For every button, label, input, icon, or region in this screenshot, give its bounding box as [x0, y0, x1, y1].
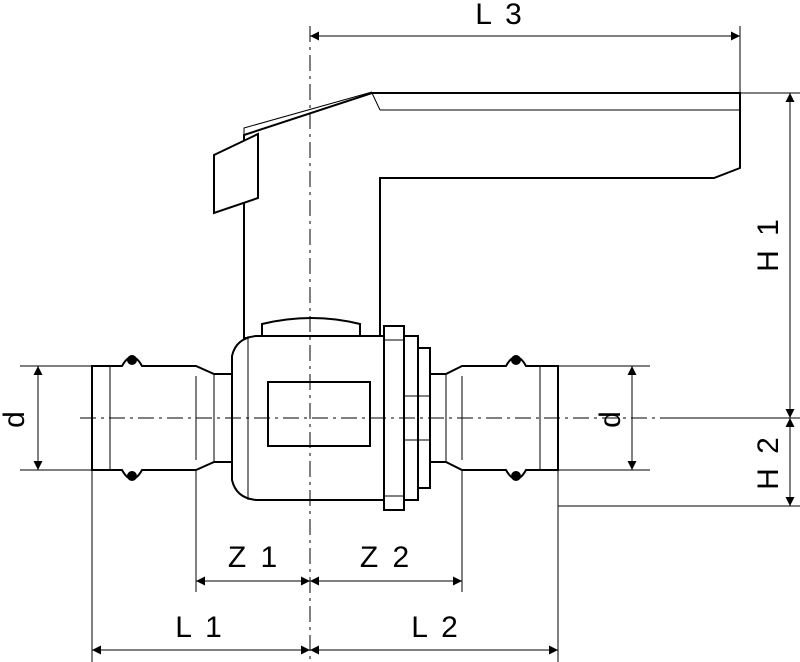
- seal-ring-icon: [511, 471, 521, 481]
- label-H2: H 2: [752, 434, 785, 490]
- label-d-left: d: [0, 408, 31, 428]
- valve-stem: [261, 317, 361, 339]
- label-Z1: Z 1: [228, 541, 280, 574]
- extension-lines: [20, 26, 800, 662]
- label-L2: L 2: [411, 611, 461, 644]
- seal-ring-icon: [127, 355, 137, 365]
- dimension-lines: [33, 31, 795, 655]
- seal-ring-icon: [127, 471, 137, 481]
- label-L1: L 1: [175, 611, 225, 644]
- label-H1: H 1: [752, 216, 785, 272]
- label-Z2: Z 2: [360, 541, 412, 574]
- lever-handle: [213, 91, 741, 339]
- valve-body: [231, 325, 431, 511]
- dimension-labels: L 3 H 1 H 2 Z 1 Z 2 L 1 L 2 d d: [0, 0, 785, 644]
- label-L3: L 3: [475, 0, 525, 31]
- seal-ring-icon: [511, 355, 521, 365]
- label-d-right: d: [594, 408, 627, 428]
- center-lines: [80, 26, 660, 662]
